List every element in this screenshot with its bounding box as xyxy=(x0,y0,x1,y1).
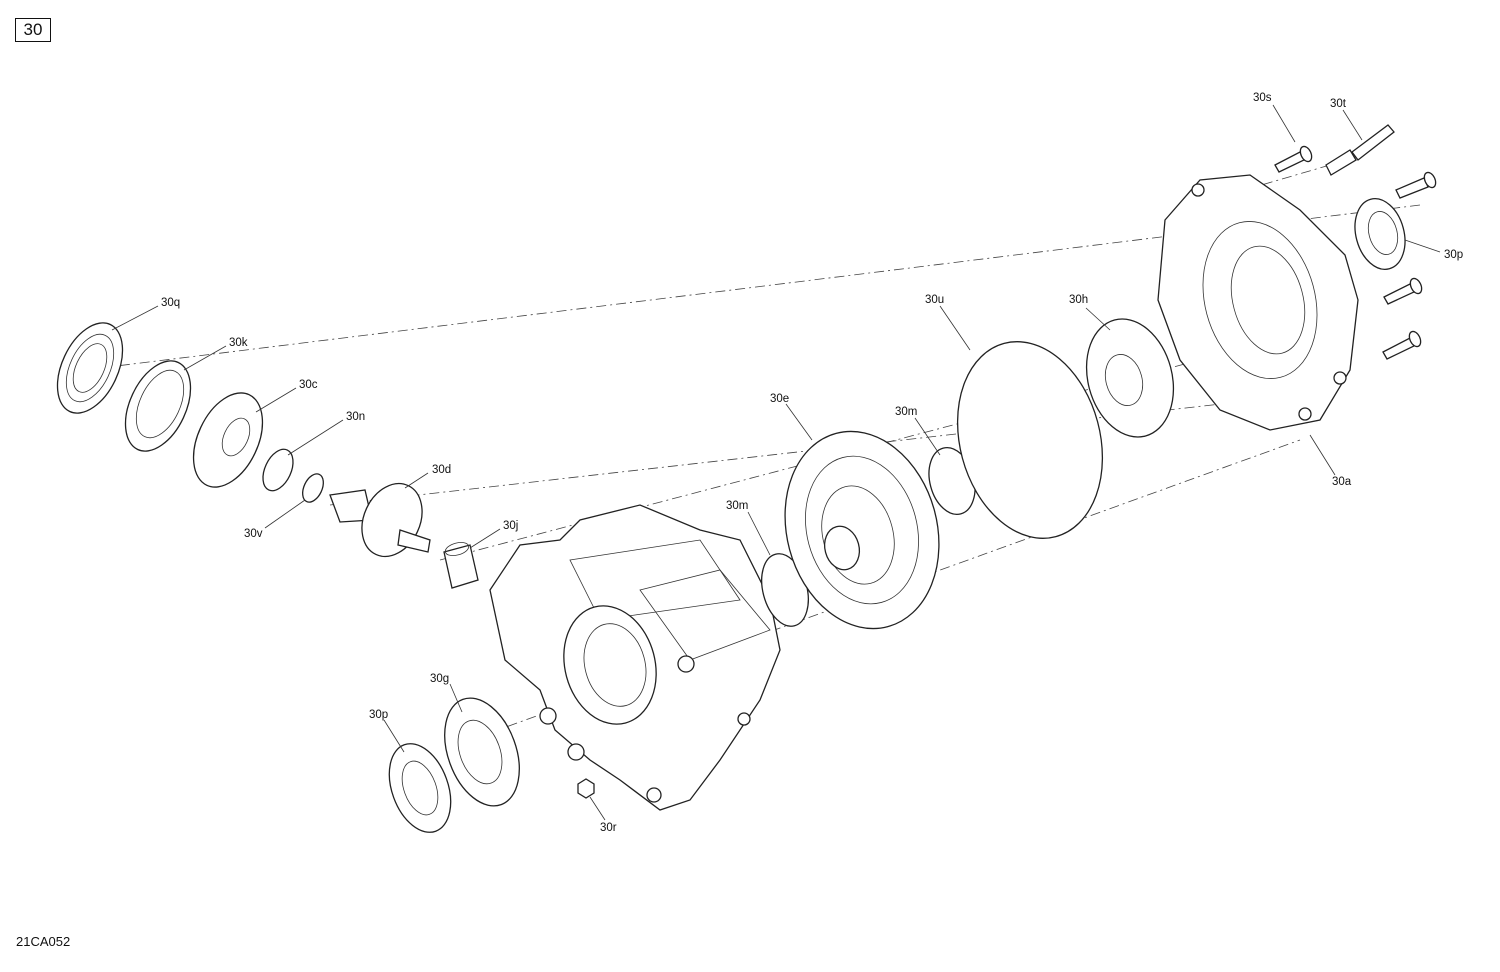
part-main-housing xyxy=(489,504,781,811)
part-30e-ring-gear xyxy=(784,430,940,630)
callout-30h: 30h xyxy=(1069,294,1088,306)
part-30t-breather xyxy=(1325,124,1395,176)
callout-30s: 30s xyxy=(1253,92,1272,104)
part-30g-bearing xyxy=(444,697,520,807)
part-30j-bushing xyxy=(443,542,479,589)
part-30c-bearing xyxy=(192,392,264,488)
callout-30k: 30k xyxy=(229,337,248,349)
callout-30p-right: 30p xyxy=(1444,249,1463,261)
part-30v-ring xyxy=(302,473,324,503)
callout-30p-left: 30p xyxy=(369,709,388,721)
callout-30r: 30r xyxy=(600,822,617,834)
callout-30q: 30q xyxy=(161,297,180,309)
callout-30a: 30a xyxy=(1332,476,1352,488)
callout-30m-right: 30m xyxy=(895,406,917,418)
callout-30g: 30g xyxy=(430,673,449,685)
part-30k-splined-ring xyxy=(124,360,192,452)
drawing-code: 21CA052 xyxy=(16,934,71,949)
page-number-box: 30 xyxy=(15,18,51,42)
callout-30d: 30d xyxy=(432,464,451,476)
callout-30m-left: 30m xyxy=(726,500,748,512)
callout-30t: 30t xyxy=(1330,98,1347,110)
callout-labels: 30s 30t 30p 30a 30h 30u 30m 30e 30m 30q … xyxy=(161,92,1463,834)
callout-30e: 30e xyxy=(770,393,789,405)
part-30h-bearing xyxy=(1085,318,1175,438)
part-30p-left-seal xyxy=(388,743,452,833)
part-30q-oil-seal xyxy=(56,322,124,414)
callout-30j: 30j xyxy=(503,520,518,532)
part-30n-ring xyxy=(262,448,294,492)
part-30r-nut xyxy=(577,778,595,799)
part-30d-pinion-shaft xyxy=(329,482,431,558)
callout-30u: 30u xyxy=(925,294,944,306)
part-30s-bolts xyxy=(1274,145,1437,360)
part-30p-right-seal xyxy=(1354,198,1406,270)
callout-30c: 30c xyxy=(299,379,318,391)
part-30a-cover xyxy=(1157,174,1359,431)
callout-30n: 30n xyxy=(346,411,365,423)
part-30u-large-o-ring xyxy=(956,341,1104,539)
leader-lines xyxy=(111,104,1441,821)
callout-30v: 30v xyxy=(244,528,263,540)
